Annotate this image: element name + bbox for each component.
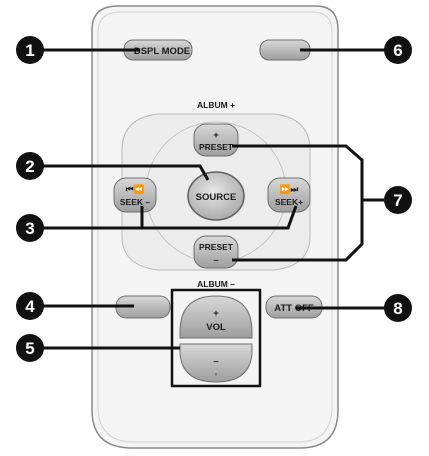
seek-minus-button[interactable] (113, 177, 157, 213)
source-label: SOURCE (196, 192, 237, 203)
callout-3-number: 3 (25, 219, 34, 238)
callout-7-number: 7 (393, 191, 402, 210)
vol-minus-sign: – (213, 356, 218, 367)
vol-plus-button[interactable] (179, 295, 253, 339)
callout-8-number: 8 (393, 299, 402, 318)
vol-minus-dot: ◦ (214, 369, 217, 379)
callout-lines (40, 48, 386, 350)
callout-6: 6 (384, 36, 412, 64)
vol-plus-sign: + (213, 308, 219, 319)
preset-minus-button[interactable] (193, 235, 239, 269)
callout-3: 3 (16, 214, 44, 242)
seek-minus-label: SEEK – (120, 197, 151, 207)
seek-plus-icon: ⏩⏭ (280, 184, 300, 194)
callout-1-number: 1 (25, 41, 34, 60)
seek-minus-icon: ⏮⏪ (126, 184, 145, 194)
source-button[interactable] (187, 171, 245, 221)
callout-5: 5 (16, 334, 44, 362)
remote-body-inner-edge (97, 11, 333, 443)
callout-7: 7 (384, 186, 412, 214)
vol-minus-button[interactable] (179, 343, 253, 383)
callout-5-number: 5 (25, 339, 34, 358)
callout-line-3b (142, 205, 298, 230)
vol-label: VOL (206, 322, 226, 333)
callout-4-number: 4 (25, 297, 35, 316)
seek-plus-button[interactable] (267, 177, 311, 213)
vol-highlight-box (170, 288, 262, 388)
callout-1: 1 (16, 36, 44, 64)
dspl-mode-label: DSPL MODE (134, 46, 190, 57)
preset-minus-sign: – (213, 255, 218, 266)
callout-line-2 (40, 164, 210, 181)
callout-6-number: 6 (393, 41, 402, 60)
seek-plus-label: SEEK+ (275, 197, 303, 207)
callout-4: 4 (16, 292, 44, 320)
callout-2-number: 2 (25, 157, 34, 176)
preset-plus-button[interactable] (193, 123, 239, 157)
callout-2: 2 (16, 152, 44, 180)
preset-plus-sign: + (213, 130, 219, 141)
album-plus-label: ALBUM + (197, 100, 235, 110)
preset-minus-label: PRESET (199, 242, 234, 252)
preset-plus-label: PRESET (199, 142, 234, 152)
callout-line-7 (232, 144, 364, 262)
album-minus-label: ALBUM – (197, 279, 235, 289)
callout-8: 8 (384, 294, 412, 322)
att-off-label: ATT OFF (274, 303, 314, 314)
